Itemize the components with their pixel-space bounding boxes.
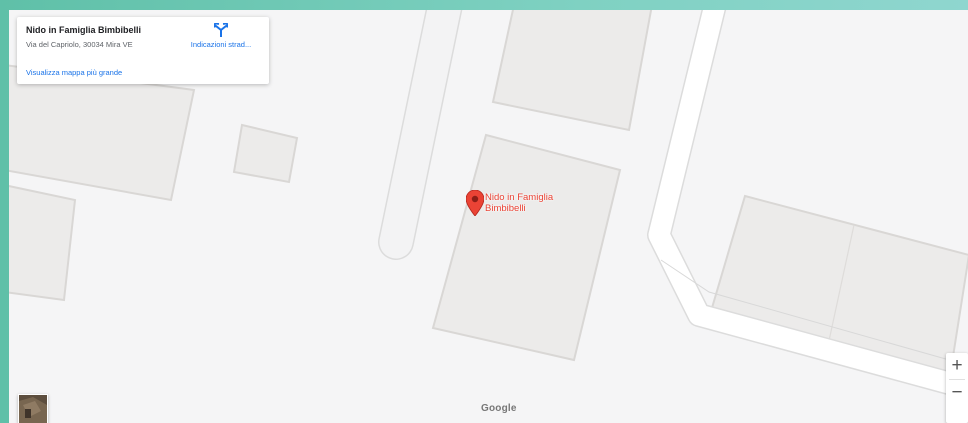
building xyxy=(431,133,622,362)
marker-label-line2: Bimbibelli xyxy=(485,202,526,214)
zoom-in-button[interactable]: + xyxy=(951,355,963,376)
satellite-thumbnail-icon xyxy=(19,395,47,423)
zoom-divider xyxy=(949,379,965,380)
place-address: Via del Capriolo, 30034 Mira VE xyxy=(26,40,133,49)
zoom-control: + − xyxy=(946,353,968,423)
building xyxy=(9,185,77,302)
building xyxy=(9,64,196,202)
directions-label: Indicazioni strad... xyxy=(190,40,252,49)
building xyxy=(232,123,299,184)
zoom-out-button[interactable]: − xyxy=(951,382,963,403)
map-canvas[interactable]: Nido in Famiglia Bimbibelli Via del Capr… xyxy=(9,10,968,423)
map-pin-icon[interactable] xyxy=(466,190,484,216)
view-larger-map-link[interactable]: Visualizza mappa più grande xyxy=(26,68,123,77)
marker-label-line1: Nido in Famiglia xyxy=(485,192,554,203)
map-type-toggle[interactable] xyxy=(18,394,48,423)
marker-label: Nido in Famiglia Bimbibelli xyxy=(485,192,554,214)
directions-button[interactable]: Indicazioni strad... xyxy=(181,23,261,57)
directions-icon xyxy=(214,23,228,37)
roads xyxy=(378,10,968,400)
google-logo: Google xyxy=(481,403,517,414)
place-title: Nido in Famiglia Bimbibelli xyxy=(26,25,142,35)
building xyxy=(491,10,653,132)
place-info-card: Nido in Famiglia Bimbibelli Via del Capr… xyxy=(17,17,269,84)
